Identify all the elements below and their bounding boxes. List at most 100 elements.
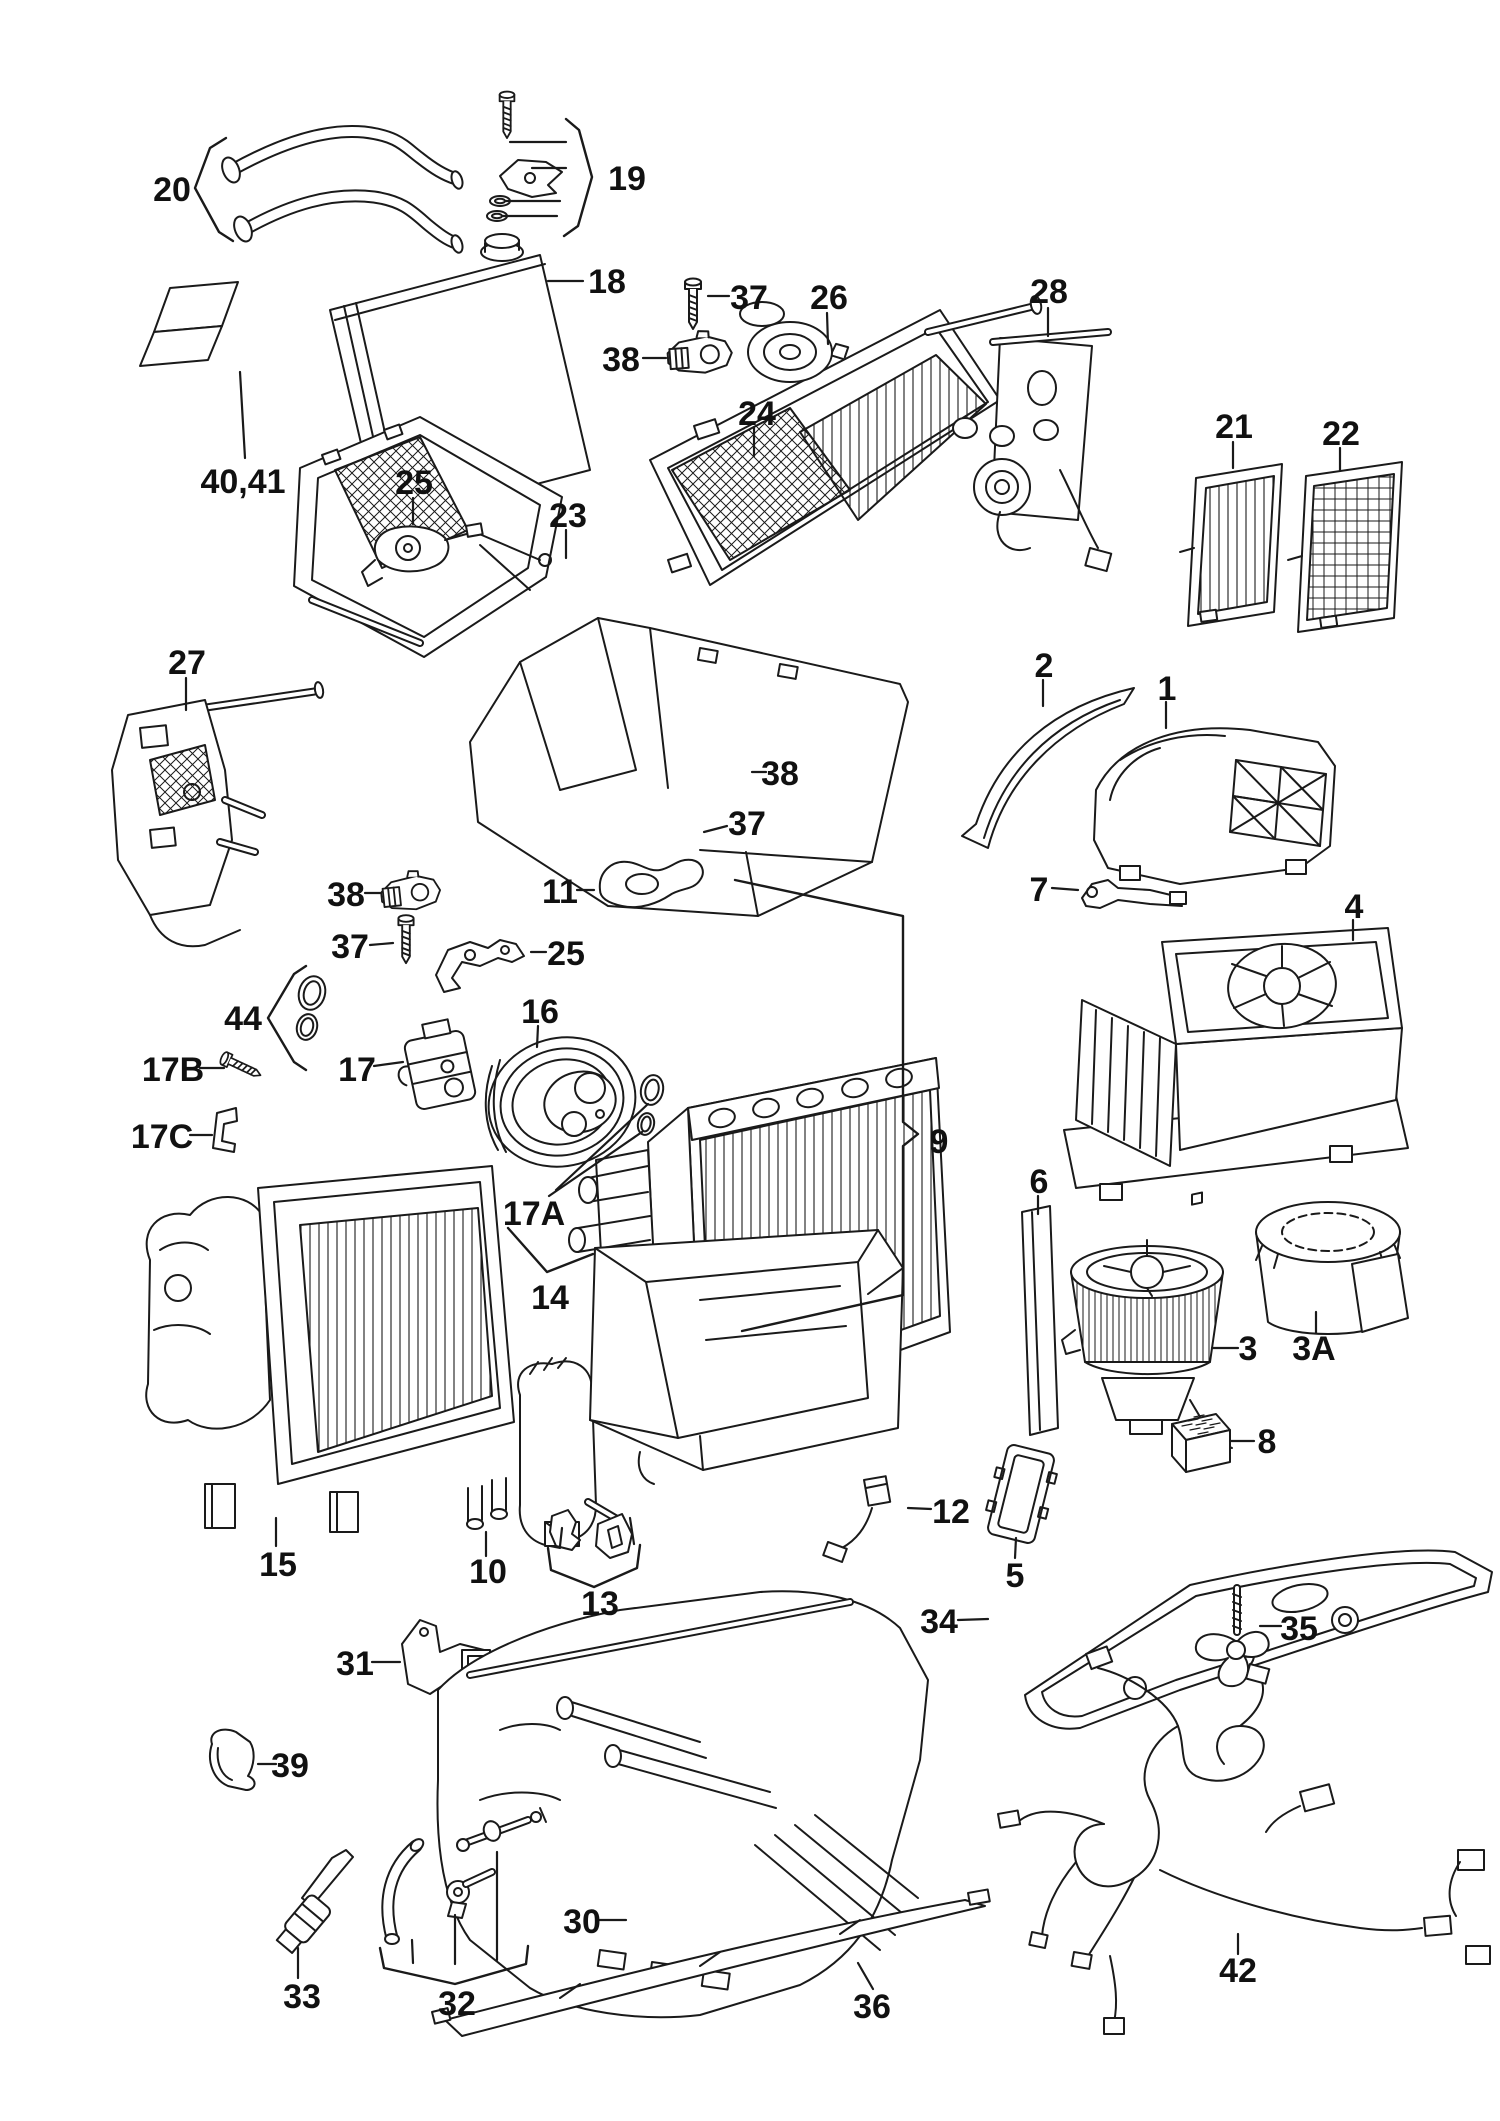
callout-19-hose-fastening-parts[interactable]: 19 [608, 160, 646, 198]
part-19-fastening-set [486, 90, 563, 222]
part-11-clamp-bracket [598, 858, 704, 909]
leader-line [628, 1516, 636, 1546]
callout-40,41-label-flag[interactable]: 40,41 [200, 463, 285, 501]
part-35-wing-screw [1194, 1584, 1270, 1688]
callout-37-screw[interactable]: 37 [728, 805, 766, 843]
part-2-air-scoop [961, 687, 1135, 849]
brace-13 [546, 1543, 642, 1589]
callout-33-sensor-probe[interactable]: 33 [283, 1978, 321, 2016]
part-4-hvac-upper-housing [1063, 927, 1409, 1201]
callout-17C-retaining-clip-c[interactable]: 17C [131, 1118, 193, 1156]
part-25a-servo-bracket [361, 522, 484, 587]
leader-line [410, 1938, 415, 1965]
callout-10-housing-cover[interactable]: 10 [469, 1553, 507, 1591]
bracket-14 [506, 1226, 595, 1274]
callout-17A-o-rings[interactable]: 17A [503, 1195, 565, 1233]
callout-30-air-distribution-housing[interactable]: 30 [563, 1903, 601, 1941]
callout-31-support-bracket[interactable]: 31 [336, 1645, 374, 1683]
callout-11-clamp-bracket[interactable]: 11 [542, 873, 578, 911]
part-24-housing-frame [649, 295, 1043, 586]
brace-32 [378, 1944, 530, 1986]
callout-6-sealing-strip[interactable]: 6 [1030, 1163, 1049, 1201]
leader-line [558, 1526, 564, 1548]
callout-35-wing-screw[interactable]: 35 [1280, 1610, 1318, 1648]
callout-13-clip-pin-set[interactable]: 13 [581, 1585, 619, 1623]
callout-7-lever-bracket[interactable]: 7 [1030, 871, 1049, 909]
part-15-blower-housing [145, 1165, 515, 1533]
callout-14-clutch-kit[interactable]: 14 [531, 1279, 569, 1317]
callout-23-frame-assembly[interactable]: 23 [549, 497, 587, 535]
callout-1-intake-grille-box[interactable]: 1 [1158, 670, 1177, 708]
callout-25-servo-bracket[interactable]: 25 [395, 464, 433, 502]
part-25b-mounting-bracket [435, 939, 525, 993]
part-40-41-label-flag [139, 281, 239, 367]
part-33-sensor-probe [275, 1849, 354, 1954]
callout-17-expansion-valve[interactable]: 17 [338, 1051, 376, 1089]
brace-44 [266, 964, 308, 1072]
callout-38-retaining-clip[interactable]: 38 [602, 341, 640, 379]
leader-line [956, 1617, 990, 1622]
leader-line [372, 1060, 405, 1068]
callout-4-hvac-upper-housing[interactable]: 4 [1345, 888, 1364, 926]
callout-25-mounting-bracket[interactable]: 25 [547, 935, 585, 973]
callout-20-coolant-hoses[interactable]: 20 [153, 171, 191, 209]
part-20-coolant-hoses [221, 124, 464, 254]
part-16-clutch-pulley [484, 1036, 637, 1168]
part-17B-bolt [217, 1050, 265, 1083]
parts-layer [111, 90, 1493, 2037]
callout-44-o-ring-set[interactable]: 44 [224, 1000, 262, 1038]
leader-line [238, 370, 247, 460]
callout-3-blower-motor[interactable]: 3 [1239, 1330, 1258, 1368]
leader-lines-layer [184, 140, 1355, 1991]
callout-22-filter-screen[interactable]: 22 [1322, 415, 1360, 453]
part-22-filter-screen [1287, 461, 1403, 633]
callout-17B-bolt[interactable]: 17B [142, 1051, 204, 1089]
callout-8-blower-resistor[interactable]: 8 [1258, 1423, 1277, 1461]
callout-9-evaporator-assembly[interactable]: 9 [930, 1123, 949, 1161]
part-1-intake-box [1093, 727, 1336, 885]
part-39-clip [209, 1728, 256, 1791]
evaporator-upper-housing [469, 617, 909, 917]
leader-line [547, 1130, 644, 1198]
callout-34-gasket[interactable]: 34 [920, 1603, 958, 1641]
part-44-o-rings [295, 975, 327, 1041]
part-5-seal-frame [985, 1444, 1058, 1544]
leader-line [1050, 886, 1080, 892]
part-17A-o-rings [636, 1074, 665, 1136]
part-12-sensor [822, 1475, 892, 1563]
callout-37-screw[interactable]: 37 [730, 279, 768, 317]
callout-27-pipe-frame-bracket[interactable]: 27 [168, 644, 206, 682]
callout-26-support-bracket[interactable]: 26 [810, 279, 848, 317]
callout-24-housing-frame-assembly[interactable]: 24 [738, 395, 776, 433]
part-6-sealing-strip [1021, 1205, 1059, 1436]
callout-18-heater-core[interactable]: 18 [588, 263, 626, 301]
leader-line [368, 941, 395, 947]
leader-line [535, 1024, 540, 1049]
callout-42-wiring-harness[interactable]: 42 [1219, 1952, 1257, 1990]
callout-16-clutch-pulley[interactable]: 16 [521, 993, 559, 1031]
leader-line [1013, 1536, 1018, 1560]
part-3A-blower-cover [1255, 1201, 1409, 1335]
callout-3A-blower-cover[interactable]: 3A [1292, 1330, 1335, 1368]
leader-line [856, 1961, 875, 1991]
callout-38-retaining-clip[interactable]: 38 [327, 876, 365, 914]
braces-layer [193, 117, 920, 1986]
leader-line [906, 1506, 933, 1511]
callout-12-sensor-switch[interactable]: 12 [932, 1493, 970, 1531]
callout-36-trim-strip[interactable]: 36 [853, 1988, 891, 2026]
callout-2-air-intake-scoop[interactable]: 2 [1035, 647, 1054, 685]
callout-21-heater-element[interactable]: 21 [1215, 408, 1253, 446]
part-8-blower-resistor [1171, 1191, 1231, 1473]
part-27-pipe-frame [111, 681, 325, 948]
callout-15-blower-housing[interactable]: 15 [259, 1546, 297, 1584]
callout-32-hose-and-sensor-set[interactable]: 32 [438, 1985, 476, 2023]
callout-28-fan-bracket-assembly[interactable]: 28 [1030, 273, 1068, 311]
callout-38-retaining-clip[interactable]: 38 [761, 755, 799, 793]
callout-5-seal-frame[interactable]: 5 [1006, 1557, 1025, 1595]
callout-39-clip[interactable]: 39 [271, 1747, 309, 1785]
part-17C-clip [212, 1107, 238, 1153]
brace-20 [193, 136, 235, 243]
part-42-wiring-harness [996, 1645, 1491, 2035]
callout-37-screw[interactable]: 37 [331, 928, 369, 966]
